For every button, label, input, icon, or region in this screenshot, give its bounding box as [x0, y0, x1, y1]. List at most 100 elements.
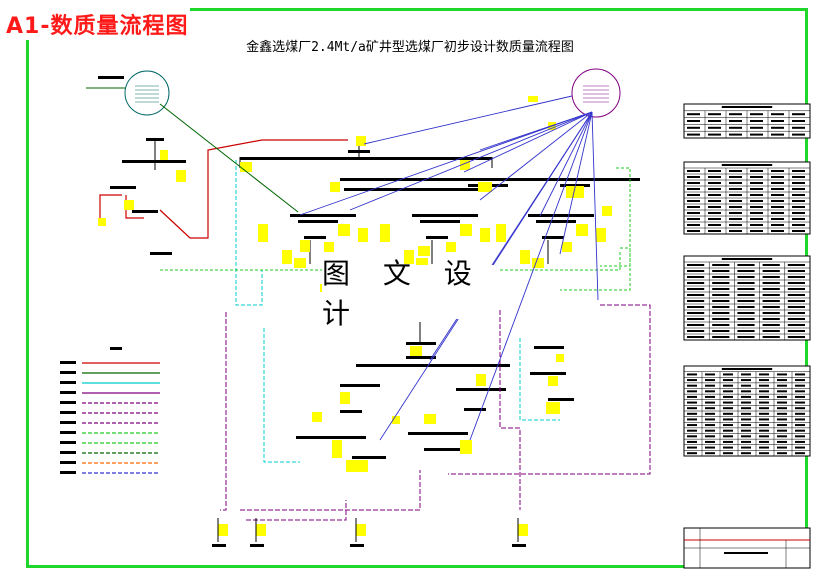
- table-cell-text: [787, 294, 805, 296]
- table-cell-text: [792, 113, 805, 116]
- table-cell-text: [759, 412, 769, 415]
- table-heading-bar: [721, 106, 773, 108]
- raw-coal-circle: [124, 70, 170, 116]
- table-cell-text: [729, 194, 742, 196]
- equipment-bar: [356, 364, 510, 367]
- equipment-bar: [352, 456, 386, 459]
- equipment-bar: [536, 220, 576, 223]
- table-cell-text: [741, 440, 751, 443]
- product-bar: [212, 544, 226, 547]
- data-label-box: [476, 374, 486, 386]
- data-label-box: [478, 182, 492, 192]
- equipment-bar: [424, 448, 464, 451]
- table-cell-text: [795, 446, 805, 449]
- table-cell-text: [750, 113, 763, 116]
- table-cell-text: [687, 126, 700, 129]
- table-cell-text: [741, 429, 751, 432]
- data-label-box: [480, 228, 490, 242]
- table-cell-text: [787, 330, 805, 332]
- data-label-box: [324, 242, 334, 252]
- table-cell-text: [687, 133, 700, 136]
- table-cell-text: [712, 312, 730, 314]
- water-ray: [539, 111, 593, 217]
- data-label-box: [548, 376, 558, 386]
- legend-key: [60, 411, 76, 414]
- table-cell-text: [741, 390, 751, 393]
- table-cell-text: [792, 176, 805, 178]
- table-cell-text: [762, 264, 780, 266]
- table-cell-text: [777, 373, 787, 376]
- table-cell-text: [712, 330, 730, 332]
- table-cell-text: [777, 435, 787, 438]
- data-label-box: [176, 170, 186, 182]
- table-cell-text: [687, 306, 705, 308]
- table-cell-text: [708, 218, 721, 220]
- table-cell-text: [787, 336, 805, 338]
- table-cell-text: [705, 407, 715, 410]
- table-cell-text: [723, 401, 733, 404]
- table-cell-text: [792, 120, 805, 122]
- table-cell-text: [777, 452, 787, 455]
- table-cell-text: [792, 170, 805, 172]
- table-cell-text: [741, 395, 751, 398]
- water-ray: [479, 111, 593, 151]
- table-cell-text: [795, 452, 805, 455]
- table-cell-text: [708, 176, 721, 178]
- equipment-bar: [98, 76, 124, 79]
- table-cell-text: [795, 384, 805, 387]
- water-ray: [463, 111, 593, 173]
- table-cell-text: [795, 395, 805, 398]
- table-cell-text: [792, 182, 805, 184]
- table-cell-text: [708, 188, 721, 190]
- equipment-bar: [298, 220, 338, 223]
- data-label-box: [124, 200, 134, 210]
- table-cell-text: [737, 306, 755, 308]
- table-cell-text: [723, 424, 733, 427]
- table-cell-text: [729, 200, 742, 202]
- legend-key: [60, 451, 76, 454]
- data-label-box: [446, 242, 456, 252]
- table-cell-text: [712, 336, 730, 338]
- table-cell-text: [759, 446, 769, 449]
- table-cell-text: [777, 401, 787, 404]
- table-cell-text: [687, 330, 705, 332]
- purple-flow: [240, 470, 421, 511]
- table-cell-text: [708, 170, 721, 172]
- data-label-box: [460, 440, 472, 454]
- table-cell-text: [741, 373, 751, 376]
- table-cell-text: [687, 424, 697, 427]
- table-cell-text: [759, 401, 769, 404]
- table-cell-text: [708, 194, 721, 196]
- table-cell-text: [729, 120, 742, 122]
- table-cell-text: [729, 133, 742, 136]
- data-label-box: [404, 250, 414, 264]
- table-cell-text: [777, 446, 787, 449]
- table-cell-text: [777, 390, 787, 393]
- equipment-bar: [122, 160, 186, 163]
- equipment-bar: [406, 356, 436, 359]
- legend-key: [60, 421, 76, 424]
- table-cell-text: [708, 182, 721, 184]
- legend-key: [60, 461, 76, 464]
- table-cell-text: [741, 452, 751, 455]
- table-cell-text: [687, 446, 697, 449]
- table-cell-text: [777, 412, 787, 415]
- purple-flow: [246, 500, 347, 521]
- table-cell-text: [787, 282, 805, 284]
- table-cell-text: [787, 264, 805, 266]
- table-cell-text: [787, 306, 805, 308]
- table-cell-text: [795, 440, 805, 443]
- table-cell-text: [737, 288, 755, 290]
- green-flow: [160, 250, 621, 271]
- table-cell-text: [771, 170, 784, 172]
- table-cell-text: [795, 373, 805, 376]
- table-cell-text: [795, 424, 805, 427]
- water-ray: [591, 111, 599, 301]
- table-cell-text: [687, 336, 705, 338]
- legend-key: [60, 361, 76, 364]
- table-cell-text: [687, 194, 700, 196]
- table-cell-text: [771, 230, 784, 232]
- equipment-bar: [110, 347, 122, 350]
- table-cell-text: [687, 188, 700, 190]
